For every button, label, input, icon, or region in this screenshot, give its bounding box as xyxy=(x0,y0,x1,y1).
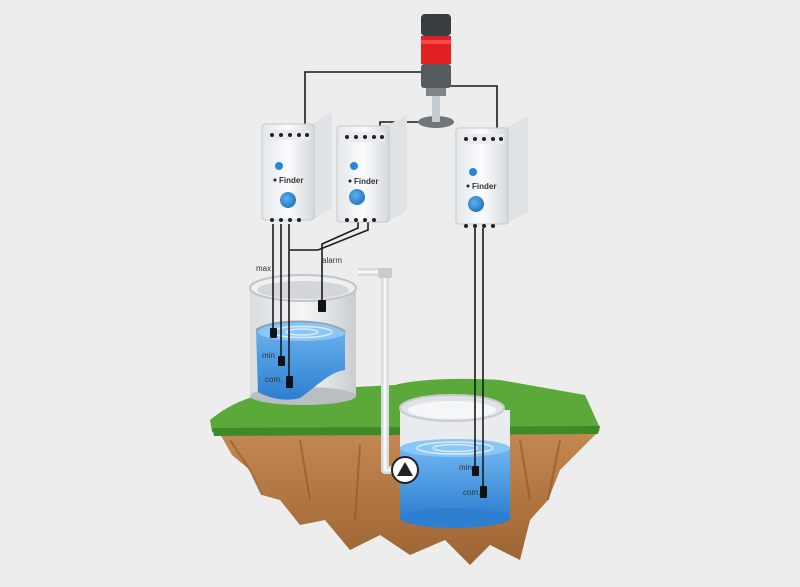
relay-1-brand: Finder xyxy=(279,176,303,185)
label-min-tank: min xyxy=(262,351,275,360)
wiring xyxy=(272,71,498,488)
tank-water xyxy=(256,321,345,400)
label-alarm: alarm xyxy=(322,256,342,265)
signal-beacon-icon xyxy=(418,14,454,128)
label-min-well: min xyxy=(459,463,472,472)
relay-1-dial[interactable] xyxy=(280,192,296,208)
well-water xyxy=(400,448,510,518)
label-com-well: com. xyxy=(463,488,480,497)
relay-2-dial[interactable] xyxy=(349,189,365,205)
relay-2-brand: Finder xyxy=(354,177,378,186)
probes xyxy=(270,300,487,498)
label-com-tank: com. xyxy=(265,375,282,384)
relay-1: Finder xyxy=(261,112,332,222)
pump-icon xyxy=(391,456,419,484)
relay-3-brand: Finder xyxy=(472,182,496,191)
well xyxy=(399,394,510,528)
relay-3-dial[interactable] xyxy=(468,196,484,212)
label-max: max xyxy=(256,264,271,273)
warning-triangle-icon xyxy=(397,462,413,476)
storage-tank xyxy=(249,274,357,405)
relay-2: Finder xyxy=(336,114,407,223)
relay-3: Finder xyxy=(455,116,528,228)
